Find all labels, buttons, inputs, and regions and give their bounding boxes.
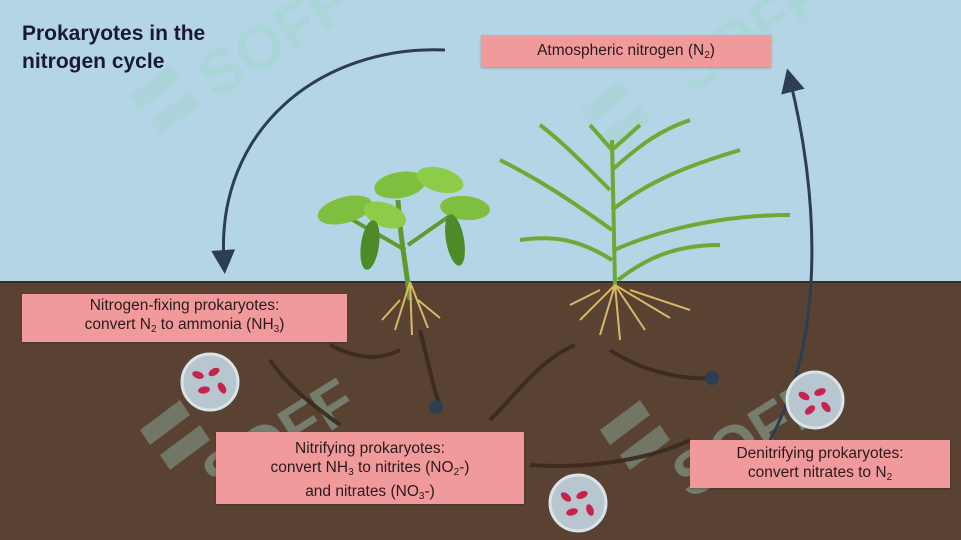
denitrifying-label: Denitrifying prokaryotes: convert nitrat… — [690, 440, 950, 488]
nitrogen-fixing-label: Nitrogen-fixing prokaryotes: convert N2 … — [22, 294, 347, 342]
fix-line-1: Nitrogen-fixing prokaryotes: — [89, 297, 280, 314]
bean-plant — [317, 166, 490, 336]
nit-l2c: -) — [459, 459, 470, 476]
nitrifying-label: Nitrifying prokaryotes: convert NH3 to n… — [216, 432, 524, 504]
nit-sub3: 3 — [418, 491, 425, 502]
nit-l3b: -) — [424, 483, 435, 500]
fix-line-2: convert N2 to ammonia (NH3) — [22, 315, 347, 339]
bacteria-colony-3 — [548, 473, 608, 533]
den-line-2: convert nitrates to N2 — [690, 463, 950, 487]
nit-line-1: Nitrifying prokaryotes: — [295, 440, 445, 457]
arrow-atmosphere-to-soil — [211, 48, 446, 274]
bacteria-colony-1 — [180, 352, 240, 412]
fix-l2c: ) — [279, 316, 285, 333]
den-line-1: Denitrifying prokaryotes: — [736, 445, 904, 462]
grass-roots — [569, 284, 691, 341]
nit-sub1: 3 — [348, 467, 354, 478]
den-l2a: convert nitrates to N — [747, 464, 887, 481]
flow-marker-2 — [705, 371, 719, 385]
atm-sub: 2 — [704, 50, 710, 61]
nit-l2b: to nitrites (NO — [353, 459, 454, 476]
title-line-2: nitrogen cycle — [22, 50, 165, 73]
bacteria-colony-2 — [785, 370, 845, 430]
nit-sub2: 2 — [453, 467, 460, 478]
fix-sub1: 2 — [150, 324, 157, 335]
nit-l3a: and nitrates (NO — [305, 483, 419, 500]
fix-l2a: convert N — [84, 316, 151, 333]
atmospheric-nitrogen-label: Atmospheric nitrogen (N2) — [481, 35, 771, 67]
nit-line-2: convert NH3 to nitrites (NO2-) — [216, 458, 524, 482]
sky — [0, 0, 961, 282]
title-line-1: Prokaryotes in the — [22, 22, 206, 45]
fix-sub2: 3 — [273, 324, 280, 335]
atm-text: Atmospheric nitrogen (N — [537, 42, 705, 59]
diagram-title: Prokaryotes in the nitrogen cycle — [22, 20, 322, 76]
flow-marker-1 — [429, 400, 443, 414]
fix-l2b: to ammonia (NH — [156, 316, 274, 333]
atm-tail: ) — [709, 42, 715, 59]
nit-line-3: and nitrates (NO3-) — [216, 482, 524, 506]
grass-plant — [499, 118, 791, 286]
nit-l2a: convert NH — [270, 459, 349, 476]
den-sub: 2 — [886, 472, 893, 483]
